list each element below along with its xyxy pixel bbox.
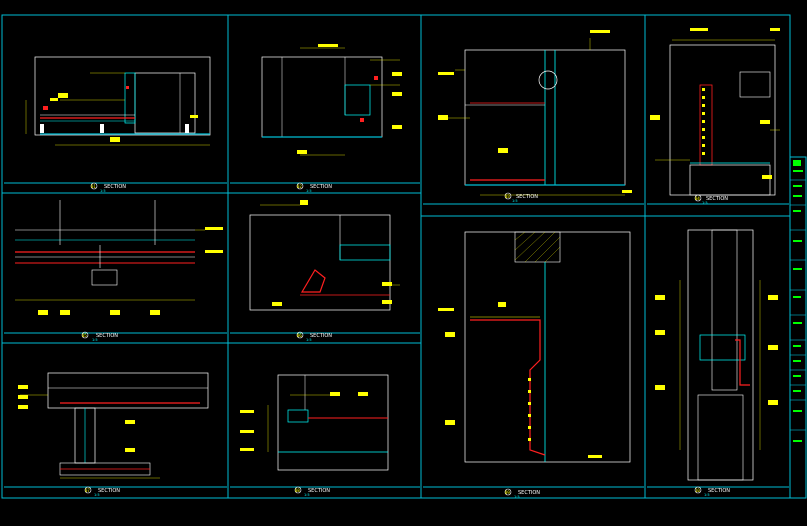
panel-09-number: 09 (505, 490, 510, 495)
panel-10-number: 10 (695, 488, 700, 493)
panel-01-caption: SECTION (104, 184, 126, 190)
section-detail-01: 01 SECTION 1:5 (25, 56, 211, 193)
section-detail-02: 02 SECTION 1:5 (261, 44, 402, 193)
panel-06-scale: 1:5 (306, 338, 312, 342)
panel-08-caption: SECTION (308, 488, 330, 494)
panel-03-scale: 1:5 (512, 199, 518, 203)
panel-05-number: 05 (82, 333, 87, 338)
panel-06-number: 06 (297, 333, 302, 338)
section-detail-09: 09 SECTION 1:5 (438, 231, 631, 499)
section-detail-07: 07 SECTION 1:5 (18, 372, 209, 497)
panel-04-scale: 1:5 (702, 201, 708, 205)
panel-04-caption: SECTION (706, 196, 728, 202)
section-detail-05: 05 SECTION 1:5 (15, 200, 223, 342)
panel-03-caption: SECTION (516, 194, 538, 200)
panel-02-caption: SECTION (310, 184, 332, 190)
panel-07-caption: SECTION (98, 488, 120, 494)
panel-08-number: 08 (295, 488, 300, 493)
title-block (789, 156, 807, 499)
section-detail-03: 03 SECTION 1:5 (438, 30, 632, 203)
panel-07-number: 07 (85, 488, 90, 493)
panel-01-scale: 1:5 (100, 189, 106, 193)
panel-10-caption: SECTION (708, 488, 730, 494)
panel-06-caption: SECTION (310, 333, 332, 339)
panel-09-caption: SECTION (518, 490, 540, 496)
panel-05-caption: SECTION (96, 333, 118, 339)
panel-09-scale: 1:5 (514, 495, 520, 499)
panel-03-number: 03 (505, 194, 510, 199)
section-detail-06: 06 SECTION 1:5 (249, 200, 400, 342)
panel-08-scale: 1:5 (304, 493, 310, 497)
panel-07-scale: 1:5 (94, 493, 100, 497)
outer-frame (1, 14, 791, 499)
panel-grid (2, 15, 790, 498)
panel-02-scale: 1:5 (306, 189, 312, 193)
panel-10-scale: 1:5 (704, 493, 710, 497)
panel-02-number: 02 (297, 184, 302, 189)
panel-05-scale: 1:5 (92, 338, 98, 342)
section-detail-08: 08 SECTION 1:5 (240, 374, 389, 497)
section-detail-10: 10 SECTION 1:5 (655, 229, 778, 497)
section-detail-04: 04 SECTION 1:5 (650, 28, 780, 205)
panel-04-number: 04 (695, 196, 700, 201)
panel-01-number: 01 (91, 184, 96, 189)
